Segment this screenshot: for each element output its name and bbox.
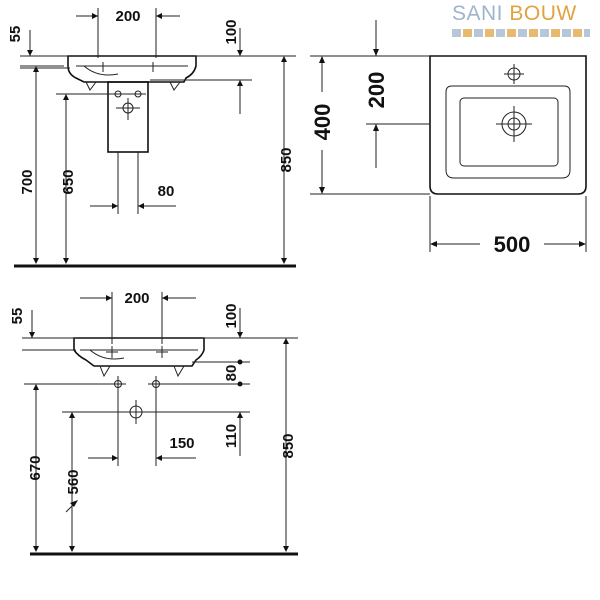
basin-outline <box>73 337 205 367</box>
dim-label-100: 100 <box>223 303 240 328</box>
arrow <box>63 94 69 100</box>
arrow <box>69 412 75 418</box>
arrow <box>281 56 287 62</box>
arrow <box>373 49 379 56</box>
arrow <box>156 13 162 19</box>
dim-label-670: 670 <box>27 455 44 480</box>
basin-curve <box>83 65 119 76</box>
arrow <box>33 258 39 264</box>
dim-label-700: 700 <box>19 169 36 194</box>
brand-logo: SANI BOUW <box>452 2 598 42</box>
dim-label-650: 650 <box>60 169 77 194</box>
foot-right <box>169 81 181 91</box>
bowl-inner <box>459 97 559 167</box>
arrow <box>92 13 98 19</box>
foot-right <box>173 365 185 378</box>
basin-plan-outline <box>429 55 587 195</box>
arrow <box>237 412 243 418</box>
dim-label-150: 150 <box>169 435 194 452</box>
logo-text: SANI BOUW <box>452 2 598 26</box>
bottom-side-view: 200 55 100 80 110 670 560 <box>9 290 298 556</box>
top-side-view: 200 55 100 700 650 80 <box>7 8 296 268</box>
dim-label-500: 500 <box>494 232 531 257</box>
arrow <box>138 203 144 209</box>
arrow <box>283 546 289 552</box>
dim-label-200: 200 <box>124 290 149 307</box>
foot-left <box>99 365 111 378</box>
arrow <box>281 258 287 264</box>
arrow <box>27 50 33 56</box>
basin-outline <box>67 55 197 83</box>
arrow <box>430 241 437 247</box>
arrow <box>283 338 289 344</box>
arrow <box>373 124 379 131</box>
tap-left-icon <box>106 346 118 358</box>
arrow <box>237 332 243 338</box>
dim-label-80: 80 <box>158 183 175 200</box>
dim-dot <box>237 381 243 387</box>
arrow <box>63 258 69 264</box>
logo-word-sani: SANI <box>452 2 504 25</box>
arrow <box>70 500 78 507</box>
dim-label-110: 110 <box>223 424 240 448</box>
arrow <box>579 241 586 247</box>
dim-dot <box>237 359 243 365</box>
dim-label-80-valves: 80 <box>223 365 240 382</box>
arrow <box>33 384 39 390</box>
logo-brick-bar <box>452 29 590 37</box>
tap-right-icon <box>148 62 158 72</box>
dim-label-200-plan: 200 <box>364 72 389 109</box>
dim-label-55: 55 <box>9 308 26 325</box>
arrow <box>112 203 118 209</box>
arrow <box>33 66 39 72</box>
tap-left-icon <box>98 62 108 72</box>
pedestal <box>107 81 149 153</box>
dim-label-850: 850 <box>280 433 297 458</box>
basin-curve <box>89 349 125 360</box>
foot-left <box>85 81 97 91</box>
dim-label-200: 200 <box>115 8 140 25</box>
dim-label-55: 55 <box>7 26 24 43</box>
arrow <box>69 546 75 552</box>
logo-word-bouw: BOUW <box>509 2 577 25</box>
bowl-outer <box>445 85 571 179</box>
plan-view: 400 200 500 <box>310 20 587 257</box>
arrow <box>319 187 325 194</box>
arrow <box>33 546 39 552</box>
dim-label-100: 100 <box>223 19 240 44</box>
arrow <box>106 295 112 301</box>
arrow <box>162 295 168 301</box>
arrow <box>237 50 243 56</box>
dim-label-560: 560 <box>65 469 82 494</box>
dim-label-850: 850 <box>278 147 295 172</box>
arrow <box>237 80 243 86</box>
dim-label-400: 400 <box>310 104 335 141</box>
arrow <box>156 455 162 461</box>
arrow <box>29 332 35 338</box>
tap-right-icon <box>156 346 168 358</box>
arrow <box>319 56 325 63</box>
arrow <box>112 455 118 461</box>
